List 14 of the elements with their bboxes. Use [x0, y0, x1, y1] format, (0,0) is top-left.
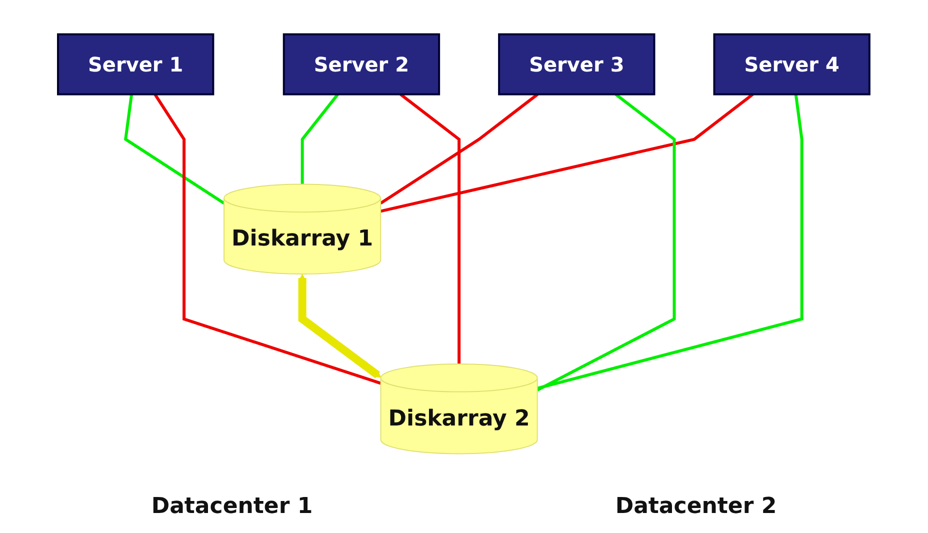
connector — [124, 94, 226, 205]
connector — [400, 93, 461, 364]
node-box: Server 1 — [57, 33, 214, 96]
connector — [380, 93, 754, 213]
node-box: Server 3 — [498, 33, 656, 96]
connector — [536, 93, 676, 392]
connector — [301, 93, 340, 184]
datacenter-label: Datacenter 2 — [615, 494, 777, 519]
arrow — [298, 274, 382, 378]
connector — [537, 94, 804, 390]
node-box: Server 2 — [283, 33, 440, 96]
datacenter-label: Datacenter 1 — [151, 494, 313, 519]
connector — [380, 93, 539, 205]
node-box: Server 4 — [714, 33, 871, 96]
